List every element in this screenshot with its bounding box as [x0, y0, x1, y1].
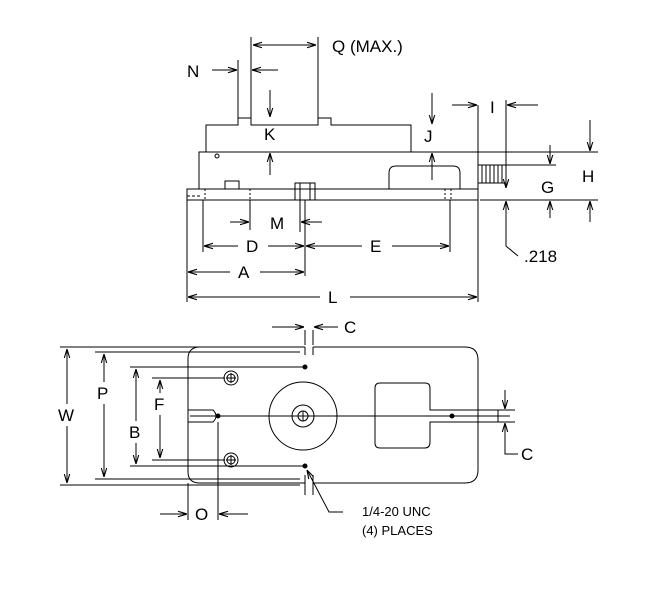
label-h: H	[582, 167, 594, 186]
label-b: B	[129, 423, 140, 442]
side-view	[186, 117, 507, 201]
label-m: M	[270, 214, 284, 233]
label-a: A	[238, 263, 250, 282]
body-hole	[214, 153, 220, 159]
note-thread: 1/4-20 UNC	[362, 504, 431, 519]
label-d: D	[246, 237, 258, 256]
label-l: L	[328, 288, 337, 307]
base-plate	[186, 188, 479, 201]
label-n: N	[187, 62, 199, 81]
left-plate	[187, 346, 305, 484]
body-bump	[388, 165, 461, 189]
knob	[477, 164, 507, 184]
label-p: P	[97, 384, 108, 403]
note-places: (4) PLACES	[362, 523, 433, 538]
label-k: K	[264, 125, 276, 144]
center-key	[294, 182, 316, 201]
right-plate	[313, 346, 479, 484]
label-q: Q (MAX.)	[332, 37, 403, 56]
label-j: J	[424, 127, 433, 146]
label-c-side: C	[521, 445, 533, 464]
label-w: W	[58, 406, 74, 425]
side-dimensions	[186, 37, 598, 302]
right-cutout	[374, 382, 499, 449]
label-i: I	[490, 98, 495, 117]
fixed-jaw	[205, 117, 412, 152]
label-c-top: C	[344, 318, 356, 337]
vise-body	[198, 151, 479, 189]
label-f: F	[154, 395, 164, 414]
label-offset: .218	[524, 247, 557, 266]
label-o: O	[195, 505, 208, 524]
top-view	[187, 330, 510, 495]
label-g: G	[541, 178, 554, 197]
base-block	[224, 180, 240, 190]
label-e: E	[370, 237, 381, 256]
